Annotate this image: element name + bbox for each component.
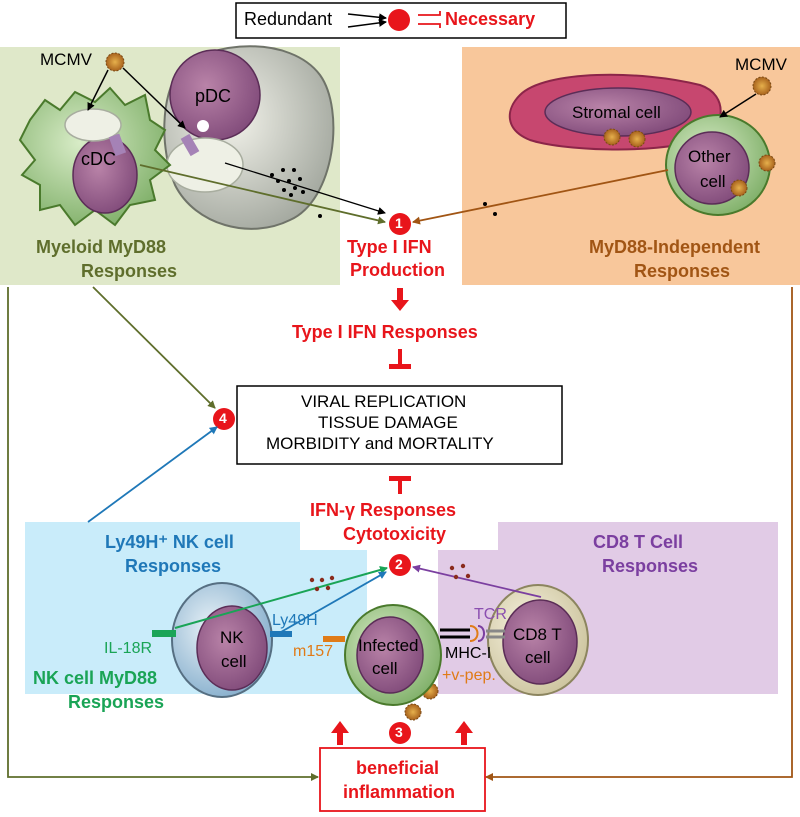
cd8-panel-notch [438,522,498,550]
badge-1-label: 1 [395,215,403,231]
ifn-production-line1: Type I IFN [347,237,432,257]
cd8-title-line1: CD8 T Cell [593,532,684,552]
cd8-cell-label-line2: cell [525,648,551,667]
other-cell-label-line1: Other [688,147,731,166]
ifn-production-line2: Production [350,260,445,280]
nk-cell-icon [171,582,273,698]
legend-redundant-label: Redundant [244,9,333,29]
stromal-cell-label: Stromal cell [572,103,661,122]
badge-3-icon [389,722,411,744]
cytokine-dots-icon [309,563,471,592]
nk-cell-label-line2: cell [221,652,247,671]
nk-myd88-title-line1: NK cell MyD88 [33,668,158,688]
badge-1-icon [389,213,411,235]
badge-4-icon [213,408,235,430]
nk-myd88-title-line2: Responses [68,692,165,712]
independent-feedback-line [485,287,793,781]
pdc-cell-icon [163,45,335,230]
badge-3-label: 3 [395,724,403,740]
outcome-line3: MORBIDITY and MORTALITY [266,434,494,453]
infected-cell-label-line1: Infected [358,636,419,655]
vpep-label: +v-pep. [442,667,496,684]
stromal-cell-icon [508,73,722,151]
legend-node-icon [388,9,410,31]
tcr-label: TCR [474,606,507,623]
il18r-label: IL-18R [104,640,153,657]
mhc-label: MHC-I [445,645,492,662]
cd8-cell-label-line1: CD8 T [513,625,562,644]
m157-ligand-icon [323,636,345,642]
cdc-label: cDC [81,149,116,169]
up-arrow-left-icon [331,721,349,745]
badge-4-label: 4 [219,410,227,426]
outcome-line2: TISSUE DAMAGE [318,413,458,432]
myeloid-title-line1: Myeloid MyD88 [36,237,167,257]
infected-cell-label-line2: cell [372,659,398,678]
outcome-line1: VIRAL REPLICATION [301,392,467,411]
independent-title-line2: Responses [634,261,731,281]
legend-necessary-label: Necessary [445,9,536,29]
nk-cell-label-line1: NK [220,628,244,647]
ifng-responses-label: IFN-γ Responses [310,500,457,520]
badge-2-label: 2 [395,556,403,572]
cytotoxicity-label: Cytotoxicity [343,524,447,544]
mcmv-virus-icon [105,52,125,72]
ly49h-receptor-icon [270,631,292,637]
pdc-label: pDC [195,86,232,106]
cd8-cell-icon [487,584,589,696]
outcome-box [236,385,563,465]
inflammation-line1: beneficial [356,758,440,778]
ifn-dots-icon [270,168,497,218]
myeloid-title-line2: Responses [81,261,178,281]
myeloid-feedback-line [7,287,319,781]
m157-label: m157 [293,643,334,660]
ifn-responses-label: Type I IFN Responses [292,322,478,342]
other-cell-label-line2: cell [700,172,726,191]
ly49h-label: Ly49H [272,612,318,629]
inhibit-bottom-icon [389,476,411,494]
independent-title-line1: MyD88-Independent [589,237,761,257]
inhibit-top-icon [389,349,411,369]
mcmv-particles-icon [404,76,776,721]
nk-panel-notch [300,522,367,550]
down-arrow-icon [391,288,409,311]
nk-title-line2: Responses [125,556,222,576]
cdc-cell-icon [18,86,172,227]
legend-necessary-arrows [418,11,441,28]
nk-title-line1: Ly49H⁺ NK cell [105,532,234,552]
cd8-title-line2: Responses [602,556,699,576]
il18r-receptor-icon [152,630,176,637]
inflammation-line2: inflammation [343,782,456,802]
mcmv-label-left: MCMV [40,50,92,69]
mhc-tcr-icon [440,625,505,642]
up-arrow-right-icon [455,721,473,745]
badge-2-icon [389,554,411,576]
infected-cell-icon [344,604,442,706]
inflammation-box [319,747,486,812]
mcmv-label-right: MCMV [735,55,787,74]
